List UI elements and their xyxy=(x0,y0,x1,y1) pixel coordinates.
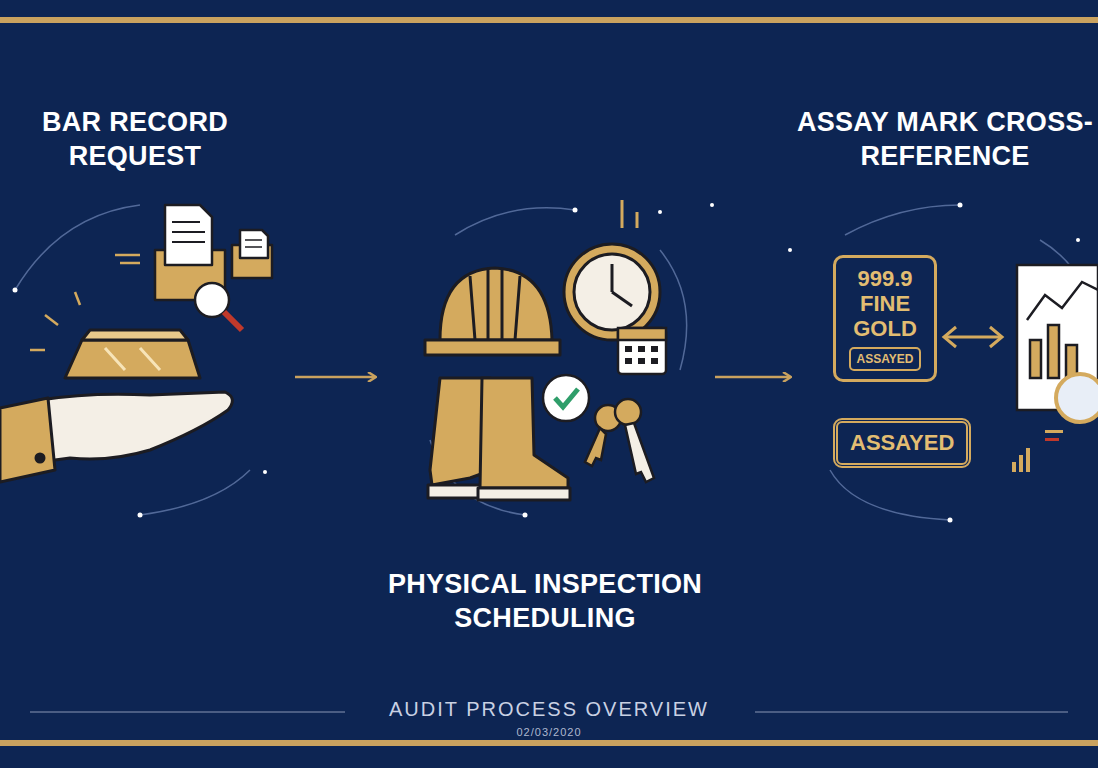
hand-icon xyxy=(0,392,232,482)
process-step: BAR RECORD REQUEST xyxy=(0,105,290,525)
gold-bar-icon xyxy=(65,330,200,378)
flow-arrow xyxy=(295,376,375,379)
sparkles xyxy=(13,203,1081,523)
documents-icon xyxy=(155,205,272,330)
check-icon xyxy=(543,375,589,421)
clock-icon xyxy=(564,244,660,340)
rule-line xyxy=(755,712,1068,713)
step-title: ASSAY MARK CROSS-REFERENCE xyxy=(796,105,1094,173)
spark-lines xyxy=(30,255,140,350)
date-label: 02/03/2020 xyxy=(516,726,581,738)
gold-band xyxy=(0,740,1098,746)
calendar-icon xyxy=(618,328,666,374)
spark-lines xyxy=(622,200,637,228)
double-arrow xyxy=(944,327,1002,347)
process-step: PHYSICAL INSPECTION SCHEDULING xyxy=(380,190,710,635)
assay-tag: ASSAYED xyxy=(849,347,922,371)
orbit-arcs xyxy=(15,205,1095,520)
assay-plaque: 999.9 FINE GOLD ASSAYED xyxy=(833,255,937,382)
mark-text: ASSAYED xyxy=(850,429,954,457)
caption-text: AUDIT PROCESS OVERVIEW xyxy=(383,698,715,720)
report-icon xyxy=(1017,265,1098,422)
small-bars xyxy=(1012,430,1063,472)
mark-text: 999.9 FINE GOLD xyxy=(844,266,926,341)
hard-hat-icon xyxy=(425,268,560,355)
gold-band xyxy=(0,17,1098,23)
assay-stamp: ASSAYED xyxy=(833,418,971,468)
rule-line xyxy=(30,712,345,713)
mark-text: ASSAYED xyxy=(857,352,914,366)
step-title: PHYSICAL INSPECTION SCHEDULING xyxy=(380,567,710,635)
caption: AUDIT PROCESS OVERVIEW xyxy=(0,698,1098,721)
keys-icon xyxy=(585,399,654,482)
step-title: BAR RECORD REQUEST xyxy=(10,105,260,173)
flow-arrow xyxy=(715,376,790,379)
